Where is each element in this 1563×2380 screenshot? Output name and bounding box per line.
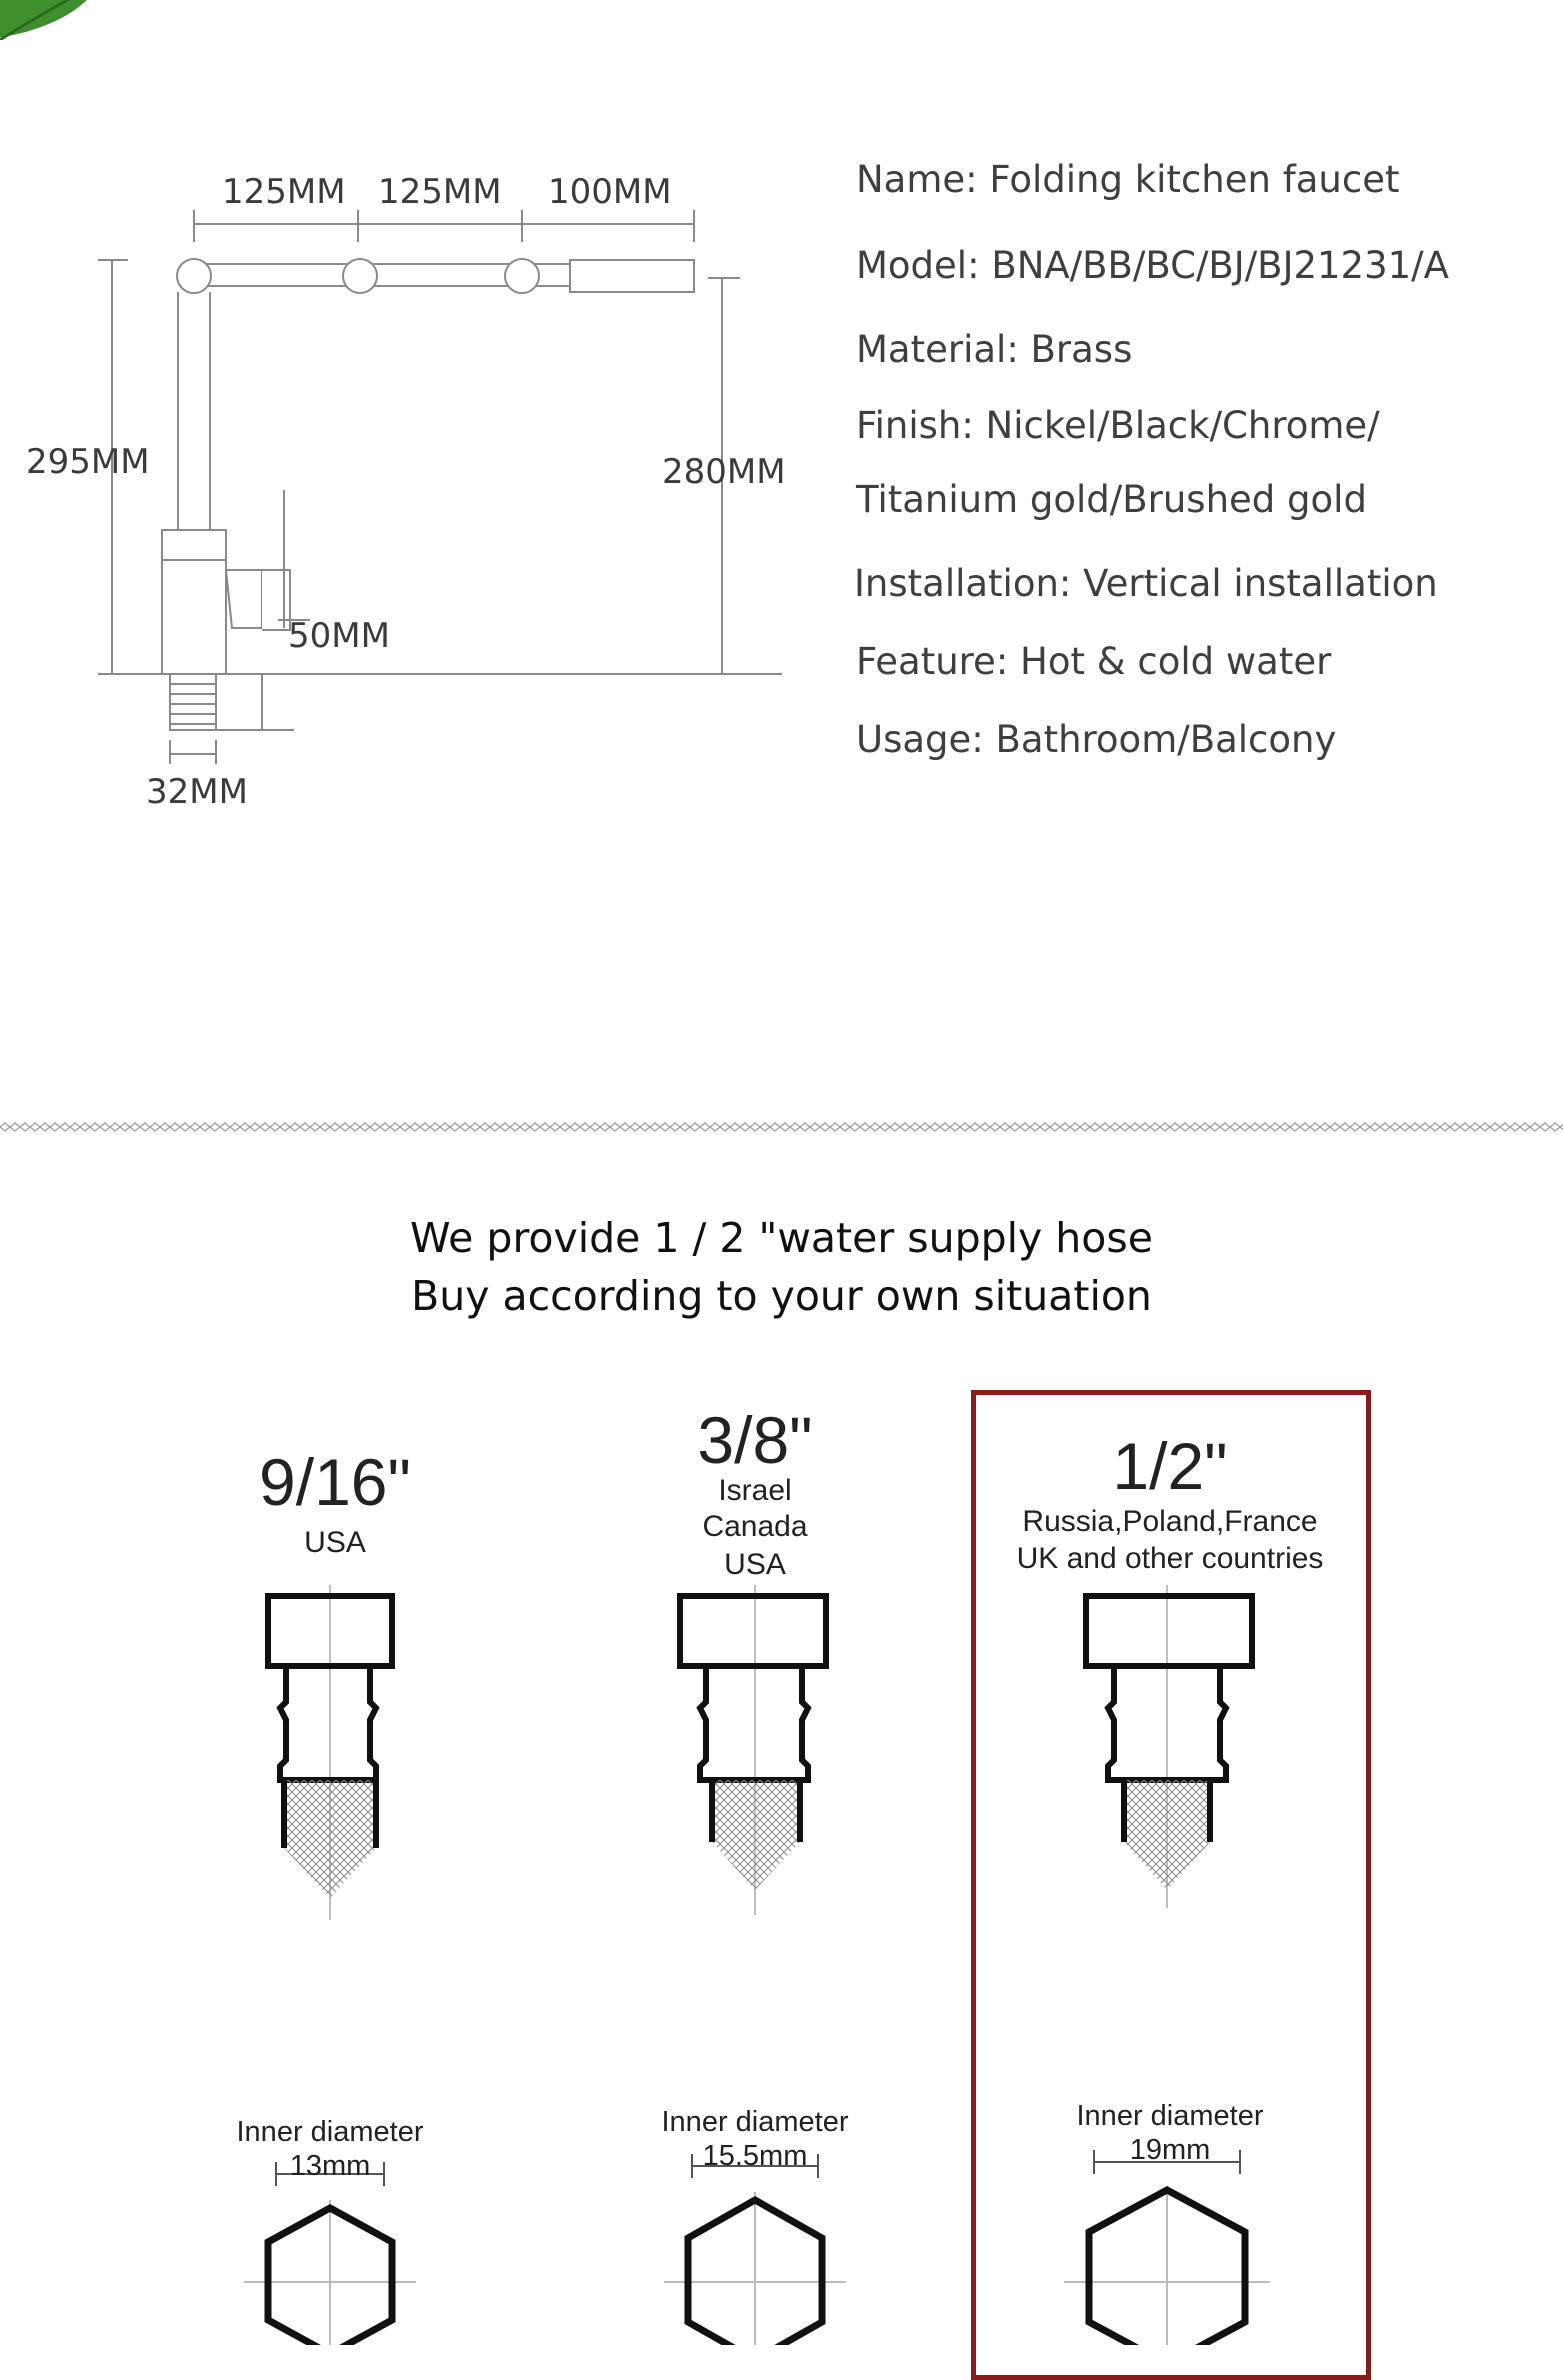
dim-top-1: 125MM bbox=[222, 172, 346, 212]
spec-model: Model: BNA/BB/BC/BJ/BJ21231/A bbox=[856, 244, 1449, 287]
hose-region-9-16: USA bbox=[304, 1526, 366, 1559]
section-divider bbox=[0, 1120, 1563, 1134]
hose-region-3-8-b: Canada bbox=[702, 1510, 808, 1543]
hose-fittings-drawing bbox=[244, 1585, 1270, 2345]
spec-name: Name: Folding kitchen faucet bbox=[856, 158, 1400, 201]
headline-line-2: Buy according to your own situation bbox=[411, 1272, 1152, 1320]
hose-region-3-8-c: USA bbox=[724, 1548, 786, 1581]
hose-region-1-2-b: UK and other countries bbox=[1016, 1542, 1324, 1575]
hose-size-3-8: 3/8" bbox=[697, 1403, 813, 1477]
inner-mm-9-16: 13mm bbox=[289, 2150, 371, 2182]
dim-top-2: 125MM bbox=[378, 172, 502, 212]
spec-feature: Feature: Hot & cold water bbox=[856, 640, 1332, 683]
fitting-1-2 bbox=[1083, 1585, 1255, 1908]
hose-region-1-2-a: Russia,Poland,France bbox=[1022, 1505, 1318, 1538]
dim-base: 32MM bbox=[146, 772, 248, 812]
hex-3-8 bbox=[684, 2195, 826, 2345]
inner-label-3-8: Inner diameter bbox=[661, 2106, 849, 2138]
inner-mm-3-8: 15.5mm bbox=[702, 2140, 808, 2172]
dim-top-3: 100MM bbox=[548, 172, 672, 212]
dim-height-left: 295MM bbox=[26, 442, 150, 482]
faucet-dimension-drawing bbox=[98, 210, 782, 764]
headline-line-1: We provide 1 / 2 "water supply hose bbox=[410, 1214, 1153, 1262]
leaf-icon bbox=[0, 0, 87, 40]
fitting-3-8 bbox=[677, 1585, 829, 1915]
hose-size-9-16: 9/16" bbox=[259, 1445, 411, 1519]
hose-size-1-2: 1/2" bbox=[1112, 1429, 1228, 1503]
spec-finish: Finish: Nickel/Black/Chrome/ bbox=[856, 404, 1380, 447]
hex-1-2 bbox=[1085, 2186, 1249, 2345]
hose-region-3-8-a: Israel bbox=[718, 1474, 792, 1507]
dim-height-right: 280MM bbox=[662, 452, 786, 492]
inner-mm-1-2: 19mm bbox=[1129, 2134, 1211, 2166]
spec-usage: Usage: Bathroom/Balcony bbox=[856, 718, 1337, 761]
inner-label-1-2: Inner diameter bbox=[1076, 2100, 1264, 2132]
spec-material: Material: Brass bbox=[856, 328, 1133, 371]
spec-installation: Installation: Vertical installation bbox=[854, 562, 1438, 605]
inner-label-9-16: Inner diameter bbox=[236, 2116, 424, 2148]
fitting-9-16 bbox=[265, 1585, 395, 1920]
dim-handle: 50MM bbox=[288, 616, 390, 656]
spec-finish-cont: Titanium gold/Brushed gold bbox=[856, 478, 1367, 521]
hex-9-16 bbox=[264, 2204, 396, 2345]
